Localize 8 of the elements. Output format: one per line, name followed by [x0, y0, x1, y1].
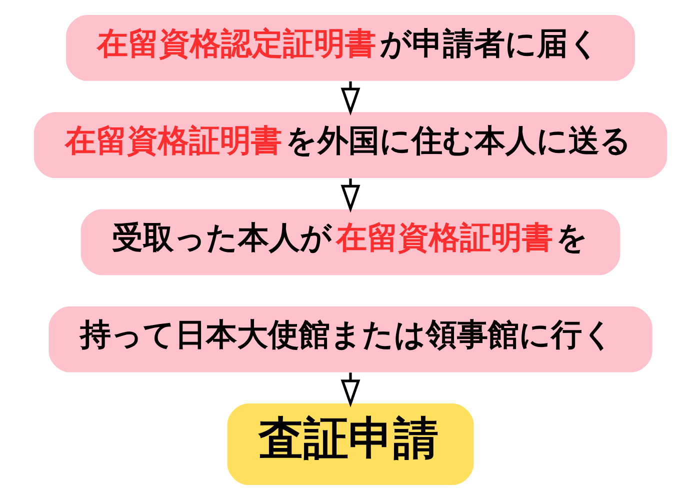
node-box: 持って日本大使館または領事館に行く	[48, 306, 652, 372]
node-box: 受取った本人が在留資格証明書を	[80, 209, 620, 276]
node-box: 査証申請	[226, 404, 474, 486]
arrow	[340, 372, 360, 408]
arrow	[340, 81, 360, 116]
node-box: 在留資格証明書を外国に住む本人に送る	[33, 112, 667, 178]
arrow	[340, 178, 360, 213]
node-box: 在留資格認定証明書が申請者に届く	[66, 14, 634, 81]
